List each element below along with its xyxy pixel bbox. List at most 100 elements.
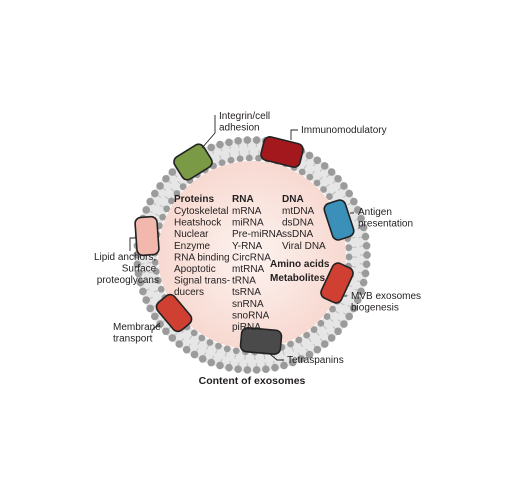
lipid-head [168, 197, 175, 205]
lipid-head [320, 162, 329, 170]
label-antigen: Antigen presentation [358, 207, 413, 230]
lipid-head [287, 340, 294, 348]
lipid-head [340, 182, 348, 190]
dna-header: DNA [282, 194, 304, 205]
lipid-head [363, 251, 371, 259]
lipid-head [151, 258, 159, 266]
lipid-head [173, 190, 181, 197]
lipid-head [225, 363, 233, 372]
leader-lines [129, 115, 354, 361]
content-item: Nuclear [174, 229, 209, 240]
lipid-head [359, 223, 368, 232]
proteins-header: Proteins [174, 194, 214, 205]
lipid-head [162, 327, 170, 336]
immunomodulatory-protein [260, 135, 304, 169]
lipid-head [350, 197, 358, 206]
label-mvb: MVB exosomes biogenesis [351, 291, 424, 314]
lipid-head [232, 347, 240, 355]
lipid-head [243, 366, 252, 374]
content-item: mtDNA [282, 206, 315, 217]
lipid-head [313, 345, 322, 354]
content-item: snRNA [232, 299, 264, 310]
lipid-head [305, 350, 314, 359]
lipid-head [298, 168, 306, 176]
lipid-head [327, 334, 336, 342]
lipid-head [216, 140, 224, 149]
amino-acids-header: Amino acids [270, 259, 330, 270]
lipid-head [345, 253, 353, 261]
integrin-protein [173, 143, 213, 181]
lipid-head [168, 168, 177, 176]
lipid-head [207, 358, 216, 367]
lipid-anchor-protein [134, 215, 160, 257]
content-item: mRNA [232, 206, 262, 217]
content-item: ducers [174, 287, 204, 298]
content-item: Viral DNA [282, 241, 326, 252]
lipid-head [362, 241, 371, 250]
lipid-head [159, 213, 167, 221]
lipid-head [215, 342, 222, 350]
lipid-head [134, 269, 143, 278]
leader-tetra [269, 353, 284, 361]
lipid-head [182, 345, 191, 354]
lipid-head [156, 182, 164, 190]
lipid-head [357, 287, 365, 296]
content-item: Cytoskeletal [174, 206, 228, 217]
lipid-head [155, 277, 162, 284]
lipid-head [271, 363, 279, 372]
lipid-head [142, 206, 150, 214]
label-immunomodulatory: Immunomodulatory [301, 125, 387, 136]
content-item: tsRNA [232, 287, 261, 298]
lipid-head [151, 312, 159, 321]
lipid-head [245, 154, 253, 162]
lipid-head [357, 214, 365, 223]
lipid-head [252, 136, 261, 144]
lipid-head [295, 336, 303, 344]
lipid-head [198, 355, 207, 363]
lipid-head [227, 156, 235, 164]
content-item: CircRNA [232, 252, 271, 263]
lipid-head [306, 173, 314, 181]
lipid-head [146, 304, 154, 313]
lipid-head [142, 296, 150, 304]
diagram-caption: Content of exosomes [199, 375, 306, 387]
lipid-head [151, 189, 159, 198]
tetraspanin-protein [239, 327, 283, 355]
lipid-head [313, 179, 321, 187]
content-item: Heatshock [174, 218, 222, 229]
leader-integrin [201, 115, 216, 149]
lipid-head [326, 193, 333, 200]
lipid-head [310, 326, 318, 333]
lipid-head [262, 365, 270, 373]
lipid-head [288, 358, 297, 367]
content-item: Pre-miRNA [232, 229, 283, 240]
content-item: Signal trans- [174, 276, 230, 287]
lipid-head [133, 260, 142, 269]
lipid-head [243, 136, 252, 144]
lipid-head [146, 197, 154, 206]
lipid-head [303, 331, 311, 339]
lipid-head [359, 278, 368, 287]
lipid-head [317, 319, 325, 327]
lipid-head [156, 320, 164, 328]
lipid-head [157, 285, 165, 293]
leader-lipid [129, 237, 136, 251]
label-tetraspanins: Tetraspanins [287, 355, 344, 366]
lipid-head [305, 151, 314, 160]
lipid-head [162, 174, 170, 183]
mvb-protein [320, 262, 354, 304]
lipid-head [216, 361, 224, 370]
lipid-head [207, 143, 216, 152]
lipid-head [340, 320, 348, 328]
lipid-head [168, 334, 177, 342]
lipid-head [313, 156, 322, 165]
lipid-head [179, 183, 187, 191]
lipid-head [153, 268, 160, 275]
lipid-head [206, 339, 214, 346]
lipid-head [139, 287, 147, 296]
lipid-head [362, 260, 371, 269]
lipid-head [297, 355, 306, 363]
